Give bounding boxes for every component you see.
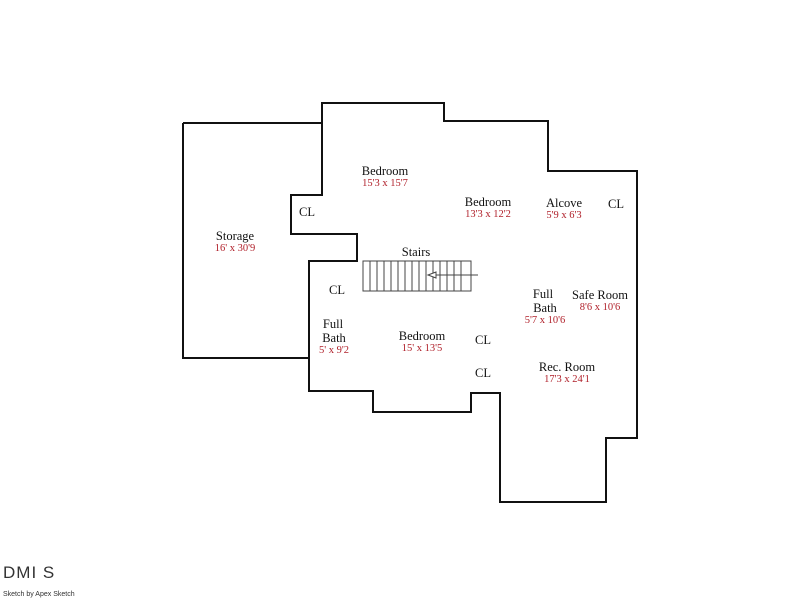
room-name: Bedroom — [361, 164, 409, 178]
room-label: Full — [533, 287, 553, 301]
room-name: Bath — [533, 301, 557, 315]
room-dimensions: 13'3 x 12'2 — [465, 209, 511, 220]
room-dimensions: 5' x 9'2 — [318, 345, 350, 356]
interior-wall — [290, 123, 358, 358]
room-label: Stairs — [402, 245, 430, 259]
closet-text: CL — [299, 205, 315, 219]
room-label: Full — [323, 317, 343, 331]
room-name: Full — [532, 287, 554, 301]
room-dimensions: 5'7 x 10'6 — [524, 315, 566, 326]
room-name: Storage — [215, 229, 255, 243]
room-name: Full — [322, 317, 344, 331]
room-name: Rec. Room — [538, 360, 596, 374]
room-dimensions: 8'6 x 10'6 — [579, 302, 621, 313]
closet-text: CL — [475, 366, 491, 380]
room-name: Bath — [322, 331, 346, 345]
room-dimensions: 5'9 x 6'3 — [546, 210, 582, 221]
sketch-credit: Sketch by Apex Sketch — [3, 591, 75, 598]
room-name: Bedroom — [464, 195, 512, 209]
room-name: Alcove — [545, 196, 583, 210]
room-name: Safe Room — [572, 288, 628, 302]
room-dimensions: 17'3 x 24'1 — [544, 374, 590, 385]
closet-label: CL — [475, 366, 491, 380]
closet-label: CL — [299, 205, 315, 219]
dmls-logo: DMI S — [3, 563, 56, 582]
room-dimensions: 16' x 30'9 — [214, 243, 256, 254]
closet-label: CL — [475, 333, 491, 347]
closet-label: CL — [608, 197, 624, 211]
closet-text: CL — [329, 283, 345, 297]
stairs-icon — [362, 260, 478, 292]
closet-text: CL — [608, 197, 624, 211]
closet-label: CL — [329, 283, 345, 297]
room-dimensions: 15' x 13'5 — [401, 343, 443, 354]
room-dimensions: 15'3 x 15'7 — [362, 178, 408, 189]
room-name: Bedroom — [398, 329, 446, 343]
closet-text: CL — [475, 333, 491, 347]
room-name: Stairs — [401, 245, 431, 259]
outer-wall — [182, 102, 638, 503]
